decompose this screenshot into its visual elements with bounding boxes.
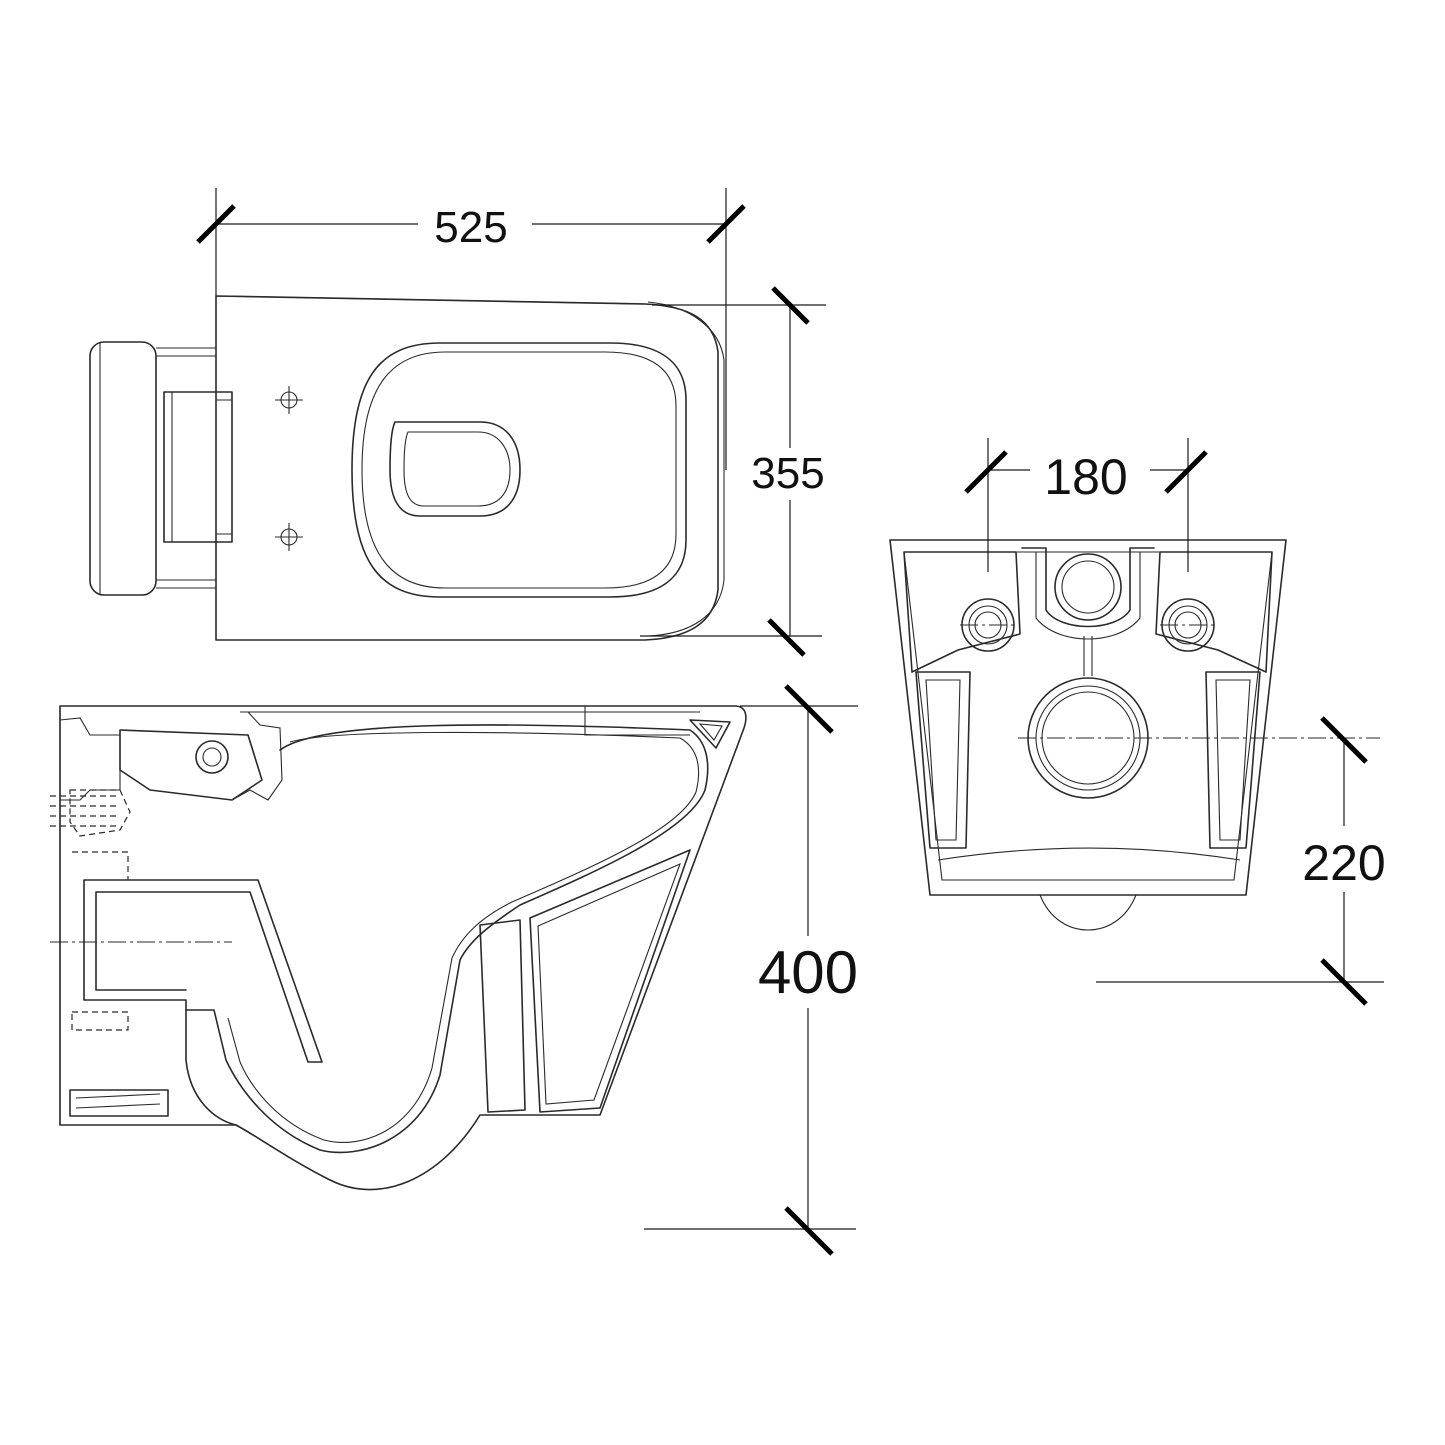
side-inlet-neck	[231, 711, 283, 801]
side-base-plate	[69, 1089, 169, 1117]
side-connector-dashed	[69, 789, 131, 837]
side-view: 400	[50, 684, 858, 1256]
side-bowl-interior-inner	[227, 731, 700, 1143]
back-outer	[889, 539, 1287, 896]
side-front-wall	[479, 919, 526, 1113]
dimension-525-label: 525	[434, 203, 507, 252]
side-rim	[240, 706, 700, 736]
back-under-arc	[1039, 894, 1137, 931]
wall-frame-block	[89, 341, 157, 596]
back-inlet-ring-inner	[1061, 560, 1115, 614]
back-slot-right	[1205, 671, 1261, 849]
back-panel-right	[1155, 551, 1273, 673]
dimension-220-label: 220	[1302, 835, 1385, 891]
side-flush-channel-inner	[698, 723, 723, 741]
back-inlet-ring	[1054, 553, 1122, 621]
back-slot-right-inner	[1215, 679, 1251, 841]
pipe-stub-detail	[171, 392, 232, 542]
side-inlet	[119, 729, 263, 801]
back-center-channel-inner	[1035, 552, 1141, 640]
dimension-355: 355	[640, 286, 826, 657]
dimension-355-label: 355	[751, 449, 824, 498]
side-outer-profile	[59, 705, 747, 1191]
side-inlet-stub	[59, 717, 121, 801]
dimension-180-label: 180	[1044, 449, 1127, 505]
side-inlet-hole	[195, 740, 229, 774]
side-flush-channel	[689, 719, 731, 749]
seat-opening-inner	[361, 351, 677, 589]
connector-rails	[156, 347, 216, 589]
side-bowl-interior	[185, 724, 709, 1154]
bowl-rim-edge	[647, 301, 725, 637]
seat-opening-outer	[351, 342, 687, 598]
dimension-180: 180	[964, 438, 1208, 572]
back-slot-left-inner	[925, 679, 961, 841]
back-outer-inner	[903, 551, 1273, 881]
side-front-foot	[529, 849, 691, 1113]
bowl-rim-top	[215, 295, 646, 305]
water-outlet	[389, 421, 521, 517]
side-trapway	[83, 879, 323, 1063]
bolt-mark-top	[275, 386, 303, 414]
back-panel-left	[903, 551, 1021, 673]
dimension-400: 400	[644, 684, 858, 1256]
back-stem	[1083, 636, 1093, 676]
side-pipe-dashed	[71, 851, 129, 1031]
side-inlet-hole-inner	[202, 747, 222, 767]
back-center-channel	[1021, 547, 1155, 628]
water-outlet-inner	[403, 431, 511, 507]
dimension-400-label: 400	[758, 939, 858, 1006]
side-connector-hatch	[50, 795, 120, 827]
back-bolt-ring-left	[960, 598, 1016, 652]
back-slot-left	[915, 671, 971, 849]
pipe-stub	[163, 391, 233, 543]
dimension-220: 220	[1096, 716, 1386, 1006]
back-bottom-lip	[937, 847, 1241, 861]
side-front-foot-inner	[537, 862, 681, 1105]
back-view: 180 220	[889, 438, 1386, 1006]
side-base-plate-detail	[75, 1093, 161, 1109]
dimension-525: 525	[196, 188, 746, 470]
top-view: 525 355	[89, 188, 826, 657]
bolt-mark-bottom	[275, 523, 303, 551]
back-bolt-ring-right	[1160, 598, 1216, 652]
